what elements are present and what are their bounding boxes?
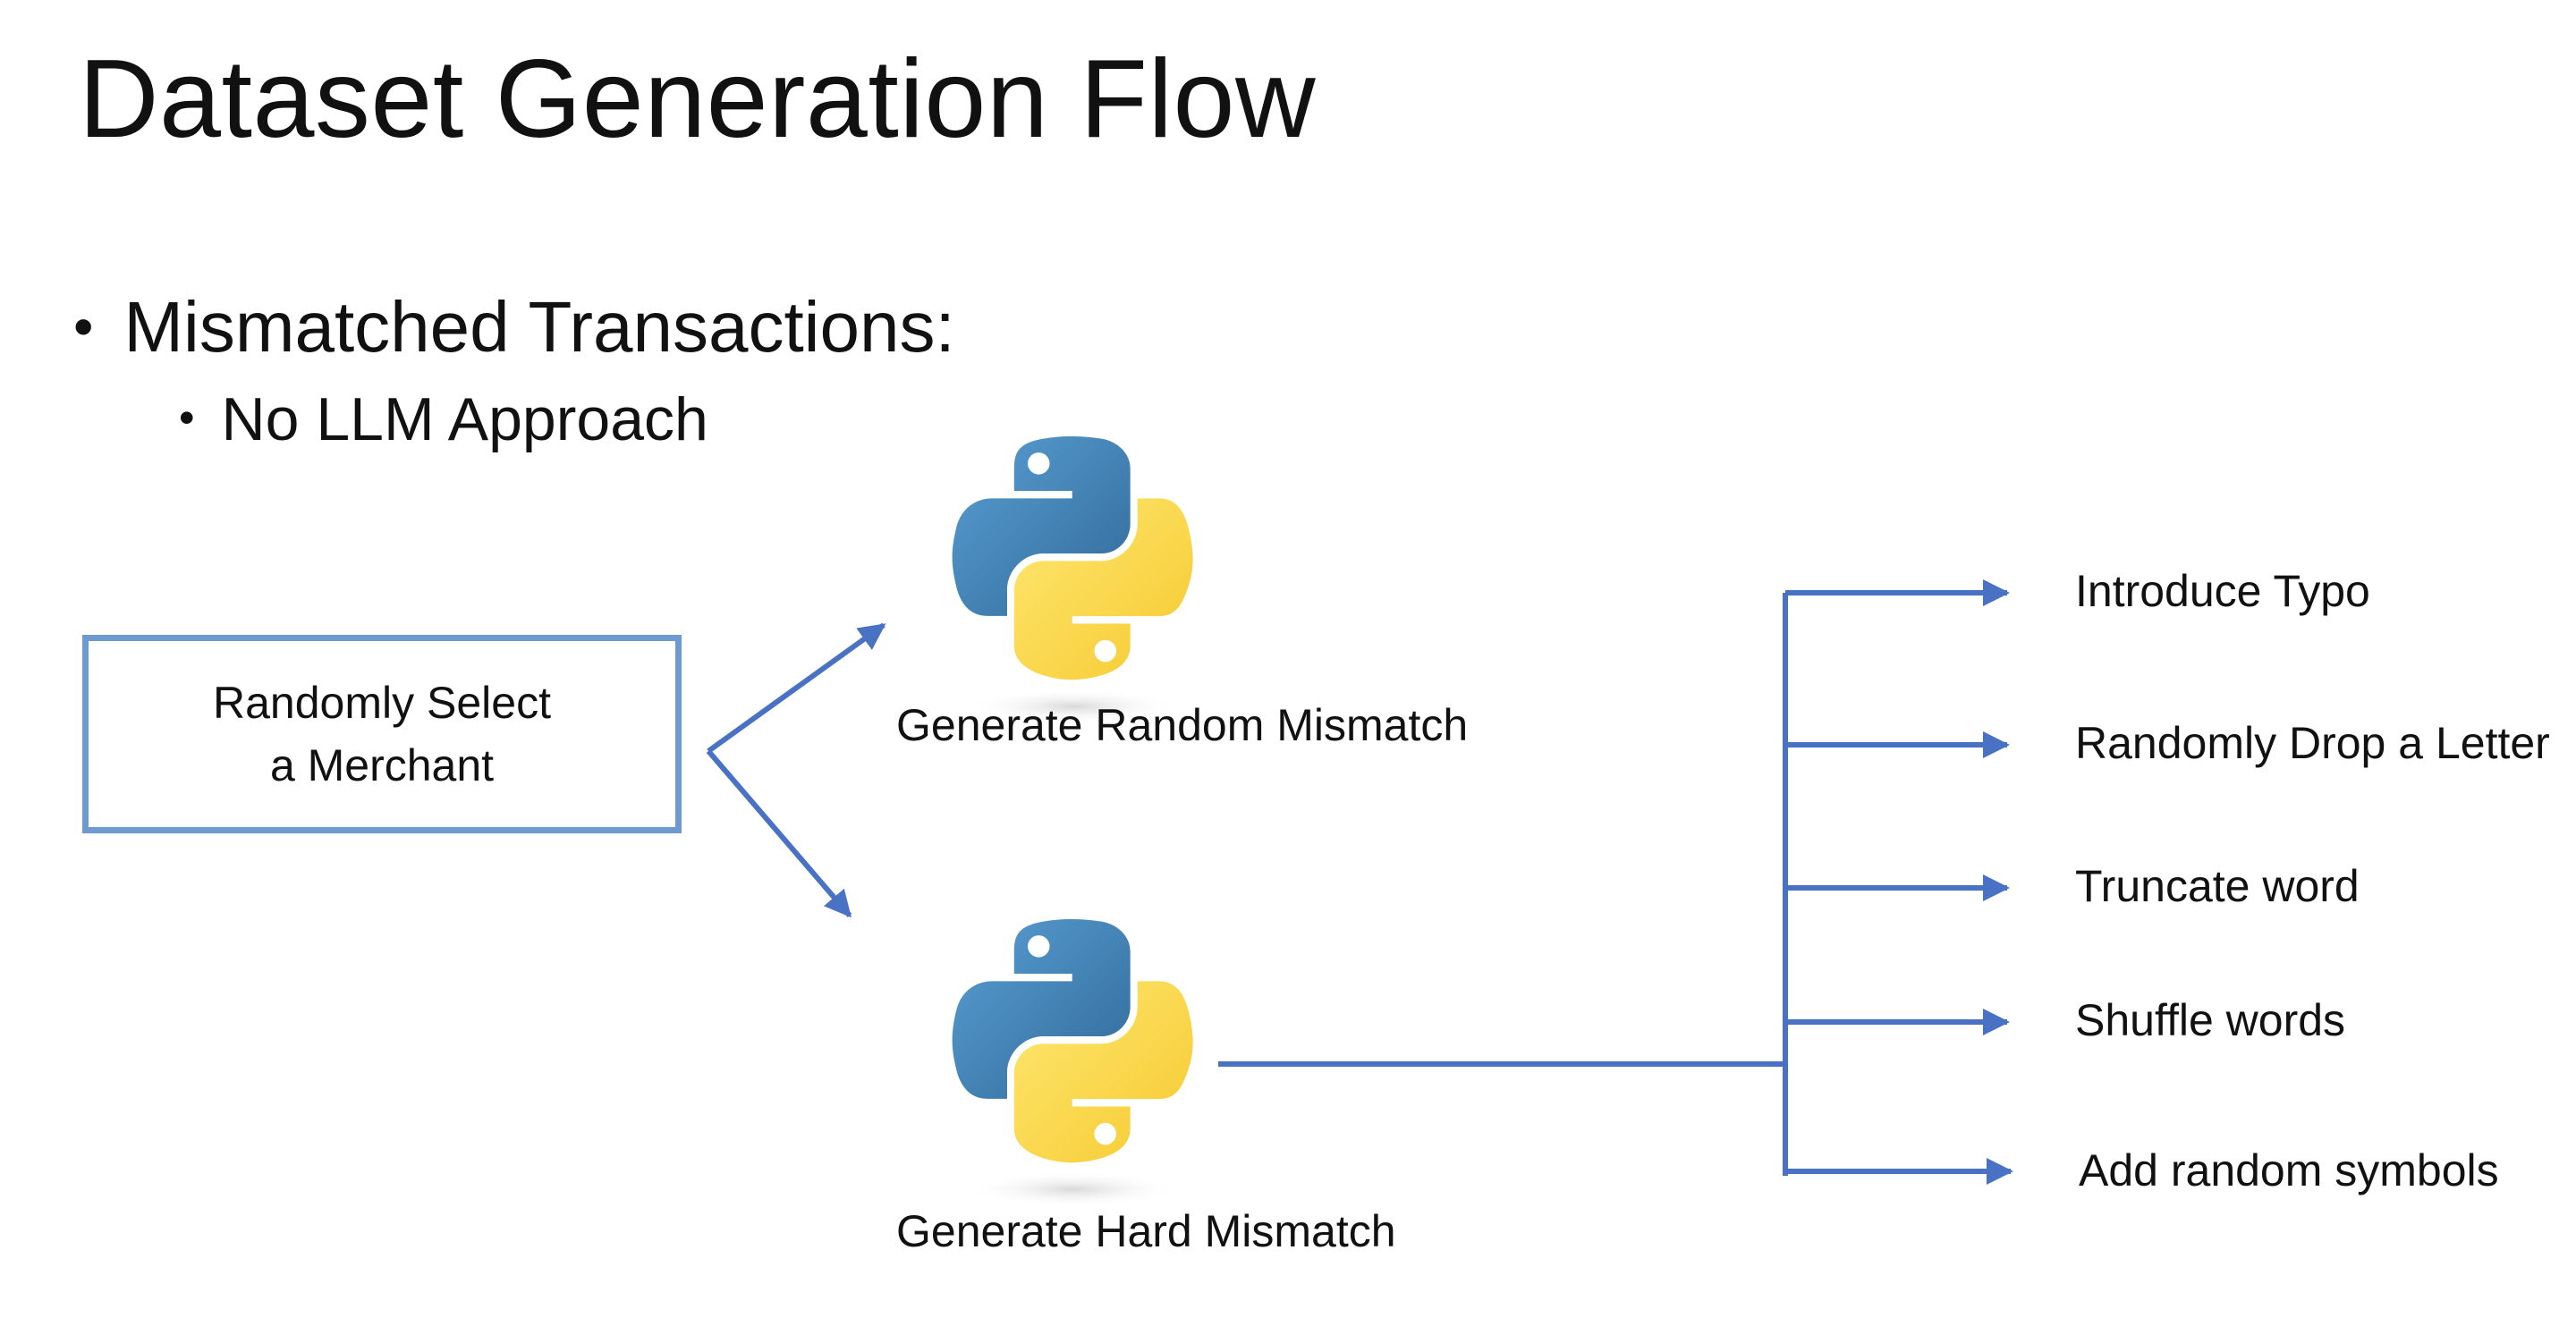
- hard-mismatch-label: Generate Hard Mismatch: [896, 1206, 1396, 1256]
- python-logo-icon-hard: [952, 918, 1193, 1207]
- step-shuffle-words: Shuffle words: [2075, 995, 2346, 1045]
- bullet-level-2: • No LLM Approach: [179, 384, 708, 454]
- arrow-to-hard: [706, 749, 852, 918]
- bullet-dot: •: [73, 294, 94, 359]
- start-node-box: Randomly Select a Merchant: [82, 635, 682, 833]
- step-drop-letter: Randomly Drop a Letter: [2075, 718, 2550, 768]
- bullet-level-1: • Mismatched Transactions:: [73, 286, 955, 368]
- bullet-text: No LLM Approach: [221, 385, 708, 453]
- random-mismatch-label: Generate Random Mismatch: [896, 700, 1469, 750]
- bullet-dot: •: [179, 393, 195, 443]
- arrow-to-random: [707, 622, 886, 754]
- python-logo-icon-random: [952, 435, 1193, 724]
- start-node-line-2: a Merchant: [269, 740, 495, 790]
- step-truncate-word: Truncate word: [2075, 861, 2360, 911]
- step-introduce-typo: Introduce Typo: [2075, 566, 2370, 616]
- start-node-line-1: Randomly Select: [213, 678, 551, 728]
- page-title: Dataset Generation Flow: [79, 38, 1317, 161]
- bullet-text: Mismatched Transactions:: [123, 287, 955, 367]
- step-add-symbols: Add random symbols: [2079, 1145, 2499, 1195]
